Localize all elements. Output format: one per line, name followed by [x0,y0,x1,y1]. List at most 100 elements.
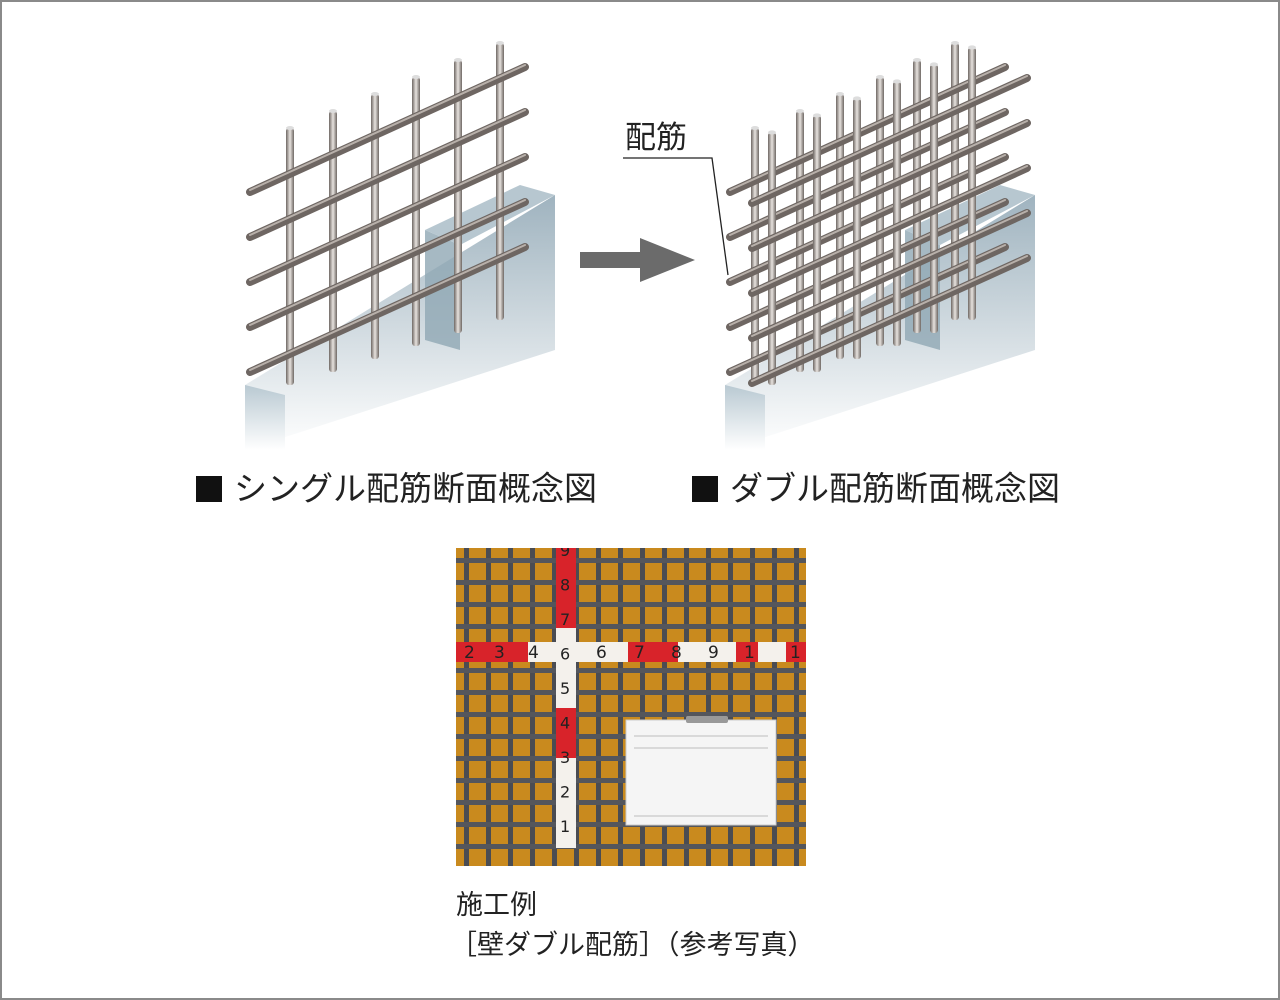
horizontal-rebar [246,63,529,196]
photo-rebar-vertical [772,548,777,866]
photo-rebar-vertical [706,548,711,866]
horizontal-rebar [748,74,1031,207]
ruler-number: 7 [634,643,645,663]
ruler-number: 2 [560,783,570,802]
concrete-wall-front [245,195,555,450]
photo-rebar-vertical [640,548,645,866]
ruler-red-segment [628,642,678,662]
concrete-wall-side [725,385,765,450]
callout-leader-line [623,157,729,276]
photo-rebar-vertical [618,548,623,866]
ruler-number: 2 [464,643,475,663]
photo-rebar-horizontal [456,602,806,607]
rebar-highlight [249,244,526,371]
vertical-rebar [893,81,901,347]
double-caption: ダブル配筋断面概念図 [692,462,1060,510]
concrete-wall-step [425,230,460,350]
rebar-end [496,41,504,45]
rebar-end [329,109,337,113]
rebar-end [796,109,804,113]
photo-rebar-vertical [530,548,535,866]
rebar-highlight [751,165,1028,292]
photo-rebar-horizontal [456,712,806,717]
ruler-number: 1 [560,817,570,836]
ruler-red-segment [556,708,576,758]
vertical-rebar [968,47,976,321]
photo-caption: 施工例 ［壁ダブル配筋］（参考写真） [450,886,815,966]
horizontal-rebar [748,164,1031,297]
ruler-number: 8 [671,643,682,663]
horizontal-rebar [748,119,1031,252]
square-bullet-icon [196,476,222,502]
double-caption-text: ダブル配筋断面概念図 [730,469,1060,508]
ruler-number: 4 [528,643,539,663]
single-caption: シングル配筋断面概念図 [196,462,597,510]
rebar-end [853,96,861,101]
horizontal-rebar [246,198,529,331]
rebar-end [454,58,462,62]
photo-rebar-vertical [552,548,557,866]
board-clip [686,716,728,723]
ruler-number: 6 [596,643,607,663]
rebar-end [876,75,884,79]
photo-caption-title: 施工例 [456,890,537,921]
photo-rebar-vertical [794,548,799,866]
rebar-end [286,126,294,130]
vertical-rebar [751,128,759,385]
ruler-number: 3 [560,748,570,767]
ruler-red-segment [786,642,806,662]
photo-rebar-horizontal [456,624,806,629]
ruler-number: 3 [494,643,505,663]
rebar-end [930,62,938,67]
horizontal-rebar [246,153,529,286]
photo-rebar-vertical [596,548,601,866]
rebar-end [751,126,759,130]
photo-rebar-horizontal [456,580,806,585]
double-rebar-diagram [725,41,1035,450]
rebar-end [371,92,379,96]
ruler-number: 7 [560,610,570,629]
photo-rebar-vertical [464,548,469,866]
photo-rebar-horizontal [456,668,806,673]
rebar-end [893,79,901,84]
rebar-highlight [751,255,1028,382]
rebar-highlight [751,210,1028,337]
photo-rebar-vertical [662,548,667,866]
ruler-number: 9 [708,643,719,663]
ruler-number: 8 [560,576,570,595]
square-bullet-icon [692,476,718,502]
right-arrow-icon [580,238,695,282]
rebar-highlight [249,199,526,326]
photo-rebar-vertical [728,548,733,866]
photo-rebar-horizontal [456,558,806,563]
horizontal-rebar [246,243,529,376]
ruler-number: 9 [560,548,570,560]
vertical-rebar [768,132,776,385]
rebar-end [813,113,821,118]
photo-rebar-horizontal [456,844,806,849]
photo-info-board [625,719,777,826]
vertical-rebar [796,111,804,372]
photo-rebar-vertical [486,548,491,866]
photo-rebar-vertical [574,548,579,866]
rebar-highlight [751,75,1028,202]
ruler-number: 1 [744,643,755,663]
rebar-highlight [751,120,1028,247]
vertical-rebar [813,115,821,373]
rebar-highlight [249,109,526,236]
rebar-highlight [249,64,526,191]
rebar-end [913,58,921,62]
rebar-end [836,92,844,96]
ruler-number: 1 [790,643,801,663]
ruler-red-segment [556,548,576,628]
horizontal-rebar [748,254,1031,387]
vertical-rebar [412,77,420,346]
ruler-number: 4 [560,714,570,733]
ruler-red-segment [456,642,528,662]
horizontal-rebar [748,209,1031,342]
photo-rebar-horizontal [456,690,806,695]
rebar-callout-label: 配筋 [625,120,687,156]
rebar-end [968,45,976,50]
rebar-end [412,75,420,79]
